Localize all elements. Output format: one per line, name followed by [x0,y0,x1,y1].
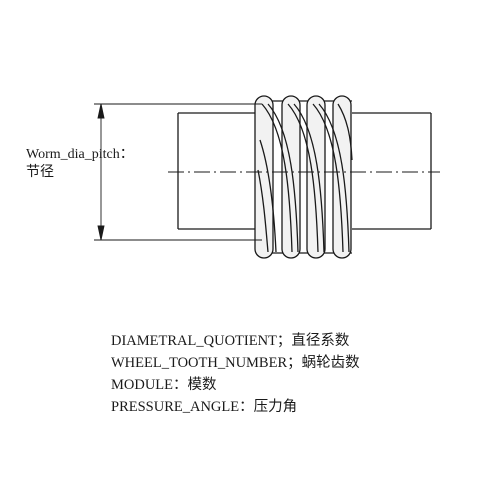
left-shaft [177,112,258,230]
pitch-diameter-label: Worm_dia_pitch： [26,147,134,162]
right-shaft [352,112,432,230]
legend-diametral-quotient: DIAMETRAL_QUOTIENT；直径系数 [111,333,350,349]
legend-pressure-angle: PRESSURE_ANGLE：压力角 [111,399,298,415]
dimension-arrow-top [97,103,105,119]
legend-wheel-tooth-number: WHEEL_TOOTH_NUMBER；蜗轮齿数 [111,355,360,371]
legend-module: MODULE：模数 [111,377,217,393]
pitch-diameter-dimension [94,103,262,241]
parameter-legend: DIAMETRAL_QUOTIENT；直径系数 WHEEL_TOOTH_NUMB… [111,330,360,418]
dimension-arrow-bottom [97,225,105,241]
pitch-diameter-label-cn: 节径 [26,165,54,180]
worm-thread [254,95,353,259]
